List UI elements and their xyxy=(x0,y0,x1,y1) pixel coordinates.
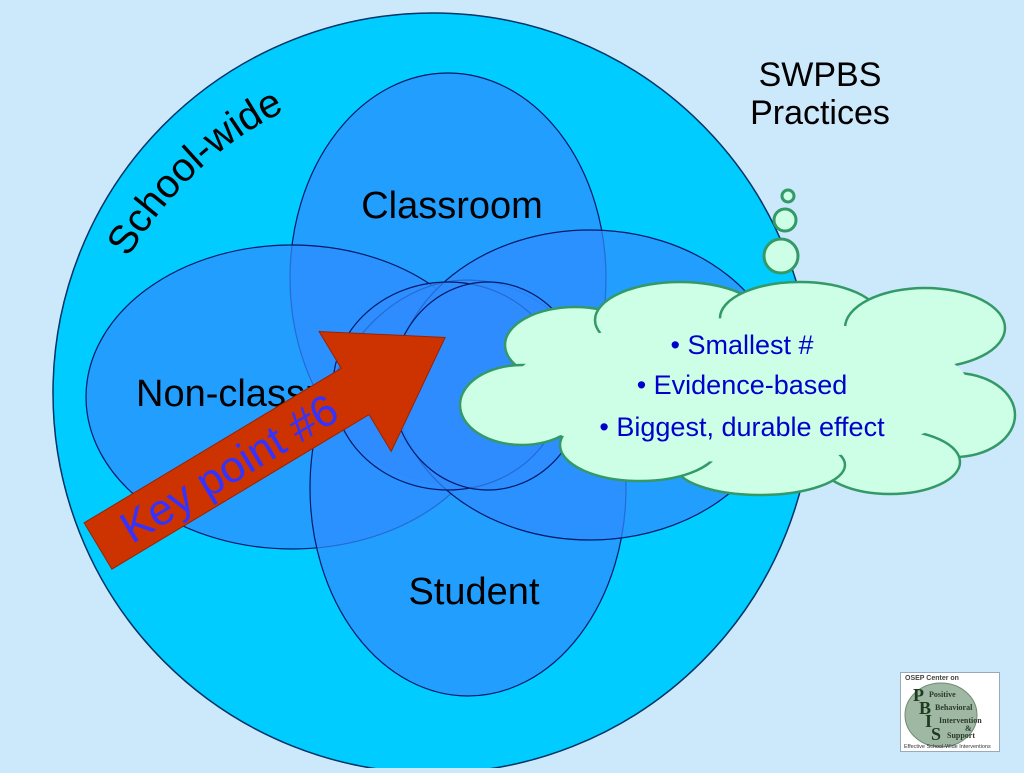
thought-bubble-small xyxy=(780,188,796,204)
logo-word-support: Support xyxy=(947,731,976,740)
classroom-label: Classroom xyxy=(361,185,543,227)
logo-header: OSEP Center on xyxy=(905,675,959,682)
logo-word-behavioral: Behavioral xyxy=(935,703,973,712)
cloud-bullet-1: • Smallest # xyxy=(670,330,813,360)
logo-word-intervention: Intervention xyxy=(939,716,982,725)
title-line-2: Practices xyxy=(750,94,890,132)
logo-letter-i: I xyxy=(925,711,933,731)
thought-cloud xyxy=(458,280,1017,497)
logo-letter-b: B xyxy=(919,698,932,718)
logo-ampersand: & xyxy=(965,724,972,733)
thought-bubble-medium xyxy=(772,207,798,233)
pbis-logo: OSEP Center on P Positive B Behavioral I… xyxy=(900,672,1000,752)
logo-letter-s: S xyxy=(931,724,942,744)
logo-letter-p: P xyxy=(913,685,924,705)
logo-emblem xyxy=(904,682,978,748)
arrow-shape xyxy=(83,330,446,570)
thought-bubble-large xyxy=(762,237,800,275)
title-line-1: SWPBS xyxy=(758,56,882,94)
logo-word-positive: Positive xyxy=(929,690,956,699)
cloud-bullet-2: • Evidence-based xyxy=(637,370,848,400)
diagram-title: SWPBS Practices xyxy=(720,56,920,132)
logo-footer: Effective School-Wide Interventions xyxy=(904,744,991,750)
cloud-bullet-3: • Biggest, durable effect xyxy=(599,412,885,442)
cloud-bullet-list: • Smallest # • Evidence-based • Biggest,… xyxy=(599,330,885,442)
student-label: Student xyxy=(409,571,540,613)
